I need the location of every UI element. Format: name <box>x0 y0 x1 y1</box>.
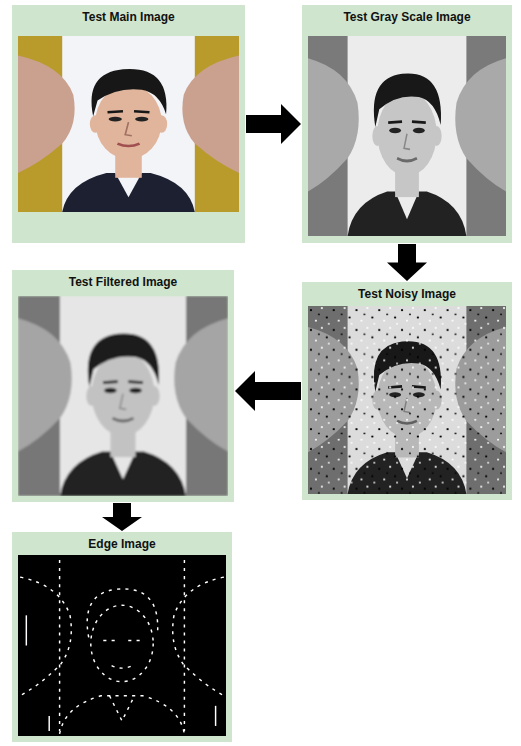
filtered-photo <box>18 296 228 496</box>
image-panel: Test Filtered Image <box>12 270 234 502</box>
panel-title: Edge Image <box>12 532 232 552</box>
block-arrow <box>235 371 301 411</box>
panel-title: Test Main Image <box>12 5 245 25</box>
block-arrow <box>246 104 301 144</box>
panel-title: Test Noisy Image <box>302 282 512 302</box>
gray-photo <box>308 36 506 236</box>
block-arrow <box>387 244 427 281</box>
image-panel: Test Main Image <box>12 5 245 243</box>
noisy-photo <box>308 306 506 494</box>
panel-title: Test Gray Scale Image <box>302 5 512 25</box>
image-panel: Test Gray Scale Image <box>302 5 512 243</box>
image-panel: Test Noisy Image <box>302 282 512 500</box>
edge-map <box>18 555 226 736</box>
image-panel: Edge Image <box>12 532 232 742</box>
panel-title: Test Filtered Image <box>12 270 234 290</box>
color-photo <box>18 36 239 212</box>
block-arrow <box>102 503 142 531</box>
